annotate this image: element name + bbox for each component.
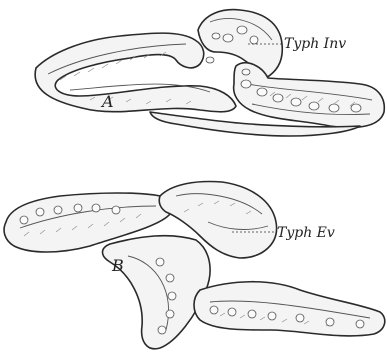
section-a-drawing bbox=[35, 10, 384, 136]
section-b-drawing bbox=[4, 182, 385, 349]
typh-ev-label: Typh Ev bbox=[277, 226, 335, 240]
panel-b-label: B bbox=[112, 258, 124, 274]
section-b-right-arm bbox=[194, 282, 385, 336]
typh-inv-label: Typh Inv bbox=[284, 37, 346, 51]
section-b-central-body bbox=[103, 236, 211, 349]
section-a-right-arm bbox=[234, 63, 385, 128]
panel-a-label: A bbox=[102, 94, 114, 110]
